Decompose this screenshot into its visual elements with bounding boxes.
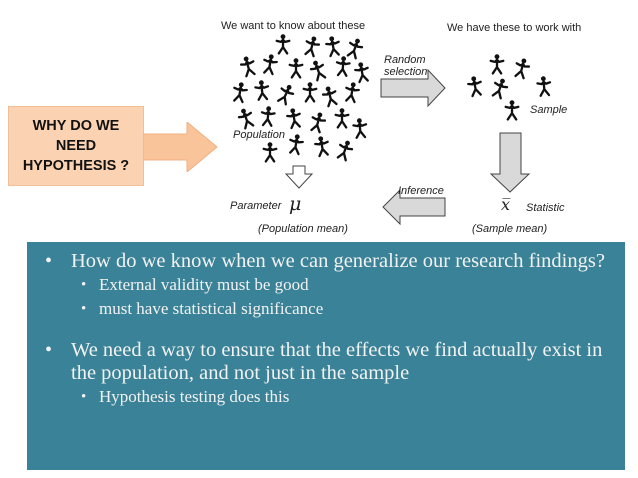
mu-symbol: μ (289, 193, 302, 215)
population-header: We want to know about these (221, 20, 366, 32)
population-mean-label: (Population mean) (258, 223, 348, 235)
person-icon (342, 80, 362, 104)
xbar-symbol: x̅ (501, 195, 511, 214)
person-icon (275, 81, 297, 107)
person-icon (320, 83, 340, 108)
person-icon (230, 80, 250, 104)
population-people-group (230, 33, 372, 163)
person-icon (334, 54, 352, 78)
bullet-1-sub-1: External validity must be good (39, 273, 613, 297)
population-down-arrow-icon (284, 165, 314, 189)
sample-mean-label: (Sample mean) (472, 223, 548, 235)
person-icon (308, 109, 328, 134)
person-icon (535, 74, 553, 98)
person-icon (323, 34, 343, 58)
sample-header: We have these to work with (447, 22, 582, 34)
bullet-1-sub-2: must have statistical significance (39, 297, 613, 321)
population-label: Population (233, 129, 285, 141)
person-icon (307, 57, 329, 83)
person-icon (262, 141, 278, 163)
person-icon (504, 99, 520, 121)
person-icon (489, 53, 505, 75)
bullet-2: We need a way to ensure that the effects… (39, 339, 613, 385)
parameter-label: Parameter (230, 200, 282, 212)
person-icon (312, 134, 332, 158)
person-icon (275, 33, 291, 55)
person-icon (334, 107, 350, 129)
person-icon (344, 35, 366, 61)
person-icon (238, 53, 258, 78)
inference-label: Inference (398, 185, 444, 197)
person-icon (512, 55, 532, 80)
sample-label: Sample (530, 104, 568, 116)
sample-down-arrow-icon (489, 132, 531, 193)
bullet-1: How do we know when we can generalize ou… (39, 250, 613, 273)
random-selection-arrow-icon (380, 68, 446, 108)
person-icon (465, 74, 485, 98)
person-icon (259, 104, 277, 128)
sampling-diagram (230, 33, 553, 226)
inference-arrow-icon (382, 188, 446, 226)
why-hypothesis-callout: WHY DO WE NEED HYPOTHESIS ? (8, 106, 144, 186)
person-icon (288, 57, 304, 79)
person-icon (302, 33, 322, 58)
bullet-2-sub-1: Hypothesis testing does this (39, 385, 613, 409)
content-panel: How do we know when we can generalize ou… (27, 242, 625, 470)
random-selection-label: Random selection (384, 54, 428, 78)
statistic-label: Statistic (526, 202, 565, 214)
person-icon (284, 106, 304, 130)
person-icon (302, 81, 318, 103)
person-icon (489, 75, 511, 101)
person-icon (352, 60, 372, 84)
person-icon (286, 132, 306, 156)
person-icon (351, 116, 369, 140)
callout-arrow-icon (143, 122, 218, 172)
person-icon (253, 78, 271, 102)
person-icon (235, 105, 257, 131)
person-icon (334, 137, 356, 163)
person-icon (260, 52, 280, 76)
